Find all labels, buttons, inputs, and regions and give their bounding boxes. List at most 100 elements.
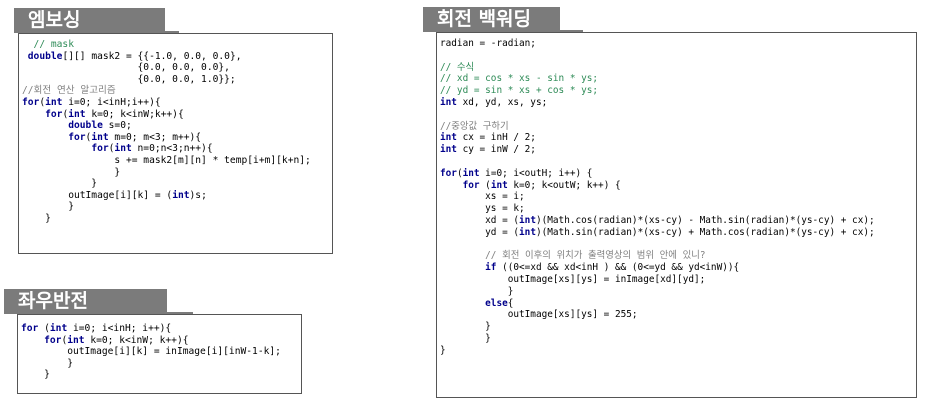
- code-token: for: [44, 334, 62, 346]
- code-token: int: [490, 179, 508, 191]
- code-token: xs = i;: [440, 191, 525, 203]
- code-token: [22, 120, 68, 131]
- rotate-panel: radian = -radian; // 수식 // xd = cos * xs…: [436, 32, 917, 398]
- code-token: int: [440, 96, 457, 108]
- code-token: double: [68, 120, 103, 132]
- code-line: int cy = inW / 2;: [440, 144, 536, 155]
- code-line: }: [440, 321, 491, 332]
- code-line: }: [22, 213, 51, 224]
- code-line: // mask: [22, 39, 74, 50]
- code-token: int: [440, 132, 457, 144]
- code-token: }: [440, 332, 491, 344]
- code-token: int: [440, 144, 457, 156]
- code-line: if ((0<=xd && xd<inH ) && (0<=yd && yd<i…: [440, 262, 739, 273]
- code-token: {: [507, 297, 514, 309]
- code-token: }: [22, 212, 51, 224]
- code-line: //중앙값 구하기: [440, 121, 509, 132]
- code-token: int: [114, 143, 132, 155]
- code-line: double[][] mask2 = {{-1.0, 0.0, 0.0},: [22, 51, 242, 62]
- code-token: i=0; i<inH; i++){: [67, 323, 172, 334]
- code-token: int: [49, 323, 68, 334]
- code-line: for(int m=0; m<3; m++){: [22, 132, 201, 143]
- code-line: yd = (int)(Math.sin(radian)*(xs-cy) + Ma…: [440, 226, 875, 238]
- code-token: ((0<=xd && xd<inH ) && (0<=yd && yd<inW)…: [496, 262, 740, 274]
- code-token: (: [62, 108, 69, 120]
- code-token: )(Math.cos(radian)*(xs-cy) - Math.sin(ra…: [535, 214, 875, 226]
- code-line: else{: [440, 298, 513, 309]
- code-token: (: [38, 323, 50, 334]
- code-line: // 수식: [440, 62, 474, 73]
- code-line: // yd = sin * xs + cos * ys;: [440, 85, 598, 96]
- code-line: s += mask2[m][n] * temp[i+m][k+n];: [22, 155, 310, 166]
- code-token: outImage[xs][ys] = 255;: [440, 309, 638, 321]
- code-line: radian = -radian;: [440, 38, 536, 49]
- code-line: }: [22, 167, 120, 178]
- code-token: [22, 143, 91, 154]
- code-token: xd = (: [440, 214, 520, 226]
- code-token: for: [21, 323, 39, 334]
- code-token: [][] mask2 = {{-1.0, 0.0, 0.0},: [62, 50, 242, 62]
- flip-title: 좌우반전: [4, 289, 167, 314]
- code-token: }: [440, 344, 446, 356]
- code-token: outImage[i][k] = (: [22, 189, 173, 201]
- code-token: int: [519, 214, 536, 226]
- flip-panel: for (int i=0; i<inH; i++){ for(int k=0; …: [17, 314, 302, 394]
- code-token: // mask: [22, 39, 74, 50]
- code-token: for: [22, 96, 40, 108]
- code-token: (: [85, 131, 92, 143]
- code-line: for(int k=0; k<inW;k++){: [22, 109, 184, 120]
- code-token: outImage[xs][ys] = inImage[xd][yd];: [440, 273, 706, 285]
- code-token: (: [39, 96, 46, 108]
- code-line: xd = (int)(Math.cos(radian)*(xs-cy) - Ma…: [440, 214, 875, 226]
- code-token: {0.0, 0.0, 1.0}};: [22, 73, 236, 85]
- code-token: }: [21, 369, 50, 381]
- code-token: //회전 연산 알고리즘: [22, 85, 116, 97]
- code-token: k=0; k<inW;k++){: [85, 108, 184, 120]
- code-line: for(int i=0; i<inH;i++){: [22, 97, 161, 108]
- rotate-title: 회전 백워딩: [423, 7, 560, 32]
- flip-code: for (int i=0; i<inH; i++){ for(int k=0; …: [21, 323, 281, 381]
- code-token: int: [68, 108, 86, 120]
- code-token: )(Math.sin(radian)*(xs-cy) + Math.cos(ra…: [535, 226, 875, 238]
- code-token: (: [456, 167, 463, 179]
- code-line: // 회전 이후의 위치가 출력영상의 범위 안에 있니?: [440, 250, 705, 261]
- code-token: ys = k;: [440, 203, 525, 215]
- code-token: for: [45, 108, 63, 120]
- code-line: {0.0, 0.0, 1.0}};: [22, 74, 236, 85]
- code-token: }: [22, 178, 98, 190]
- code-token: xd, yd, xs, ys;: [456, 96, 548, 108]
- code-token: }: [440, 321, 491, 333]
- code-line: //회전 연산 알고리즘: [22, 85, 116, 96]
- code-token: cy = inW / 2;: [456, 144, 536, 156]
- code-line: outImage[xs][ys] = inImage[xd][yd];: [440, 273, 706, 285]
- code-line: }: [440, 333, 491, 344]
- code-token: m=0; m<3; m++){: [108, 131, 202, 143]
- code-token: for: [462, 179, 480, 191]
- code-line: }: [21, 369, 50, 380]
- emboss-code: // mask double[][] mask2 = {{-1.0, 0.0, …: [22, 39, 311, 225]
- code-token: s=0;: [102, 120, 132, 132]
- code-token: i=0; i<outH; i++) {: [479, 167, 593, 179]
- code-token: outImage[i][k] = inImage[i][inW-1-k];: [21, 346, 281, 358]
- code-line: {0.0, 0.0, 0.0},: [22, 62, 230, 73]
- code-token: radian = -radian;: [440, 38, 536, 49]
- code-token: // yd = sin * xs + cos * ys;: [440, 85, 599, 97]
- code-token: [21, 335, 44, 346]
- code-token: // 수식: [440, 61, 475, 73]
- code-token: int: [45, 96, 63, 108]
- code-token: i=0; i<inH;i++){: [62, 96, 161, 108]
- code-token: [22, 132, 68, 143]
- code-token: else: [485, 297, 508, 309]
- emboss-panel: // mask double[][] mask2 = {{-1.0, 0.0, …: [18, 33, 333, 254]
- code-line: for(int i=0; i<outH; i++) {: [440, 168, 592, 179]
- code-token: }: [22, 201, 74, 213]
- code-token: }: [21, 357, 73, 369]
- code-token: {0.0, 0.0, 0.0},: [22, 62, 230, 74]
- code-token: (: [479, 179, 491, 191]
- code-line: outImage[i][k] = (int)s;: [22, 190, 207, 201]
- code-line: for (int i=0; i<inH; i++){: [21, 323, 171, 334]
- code-line: }: [440, 345, 446, 356]
- code-token: int: [67, 334, 85, 346]
- code-token: yd = (: [440, 226, 520, 238]
- code-token: //중앙값 구하기: [440, 120, 509, 132]
